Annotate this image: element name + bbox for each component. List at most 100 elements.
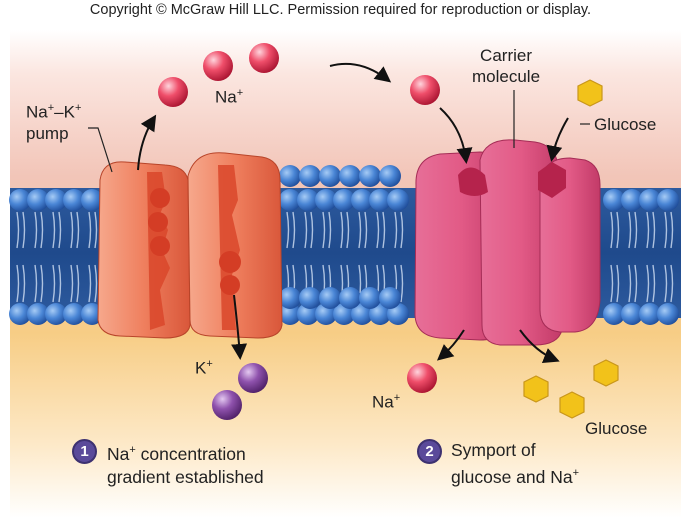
phospholipid-tail [670, 264, 674, 303]
phospholipid-head [81, 189, 103, 211]
phospholipid-head [45, 303, 67, 325]
phospholipid-tail [58, 211, 62, 249]
phospholipid-head [27, 303, 49, 325]
na-top-sup: + [236, 87, 244, 99]
potassium-ions [212, 363, 268, 420]
carrier-molecule [414, 139, 601, 346]
phospholipid-tail [88, 211, 92, 249]
pump-label-sup1: + [47, 102, 55, 114]
phospholipid-tail [616, 211, 620, 249]
glucose-molecule [577, 79, 603, 107]
phospholipid-head [333, 189, 355, 211]
transport-arrows [137, 62, 569, 363]
phospholipid-tail [322, 211, 326, 249]
pump-binding-site [148, 212, 168, 232]
na-release-arrow [436, 329, 465, 361]
phospholipid-head [351, 189, 373, 211]
phospholipid-tail [88, 264, 92, 303]
carrier-label-line1: Carrier [480, 46, 532, 65]
glucose-molecule [593, 359, 619, 387]
pump-label-sup2: + [74, 102, 82, 114]
step-2-line1: Symport of [451, 440, 536, 460]
phospholipid-tail [34, 211, 38, 249]
phospholipid-tail [346, 211, 350, 249]
step-1-na: Na [107, 443, 130, 464]
glucose-into-carrier-arrow [546, 117, 569, 162]
phospholipid-tail [52, 264, 56, 303]
phospholipid-tail [22, 264, 26, 303]
phospholipid-head [603, 189, 625, 211]
na-bottom-text: Na [372, 392, 394, 412]
phospholipid-head [621, 303, 643, 325]
phospholipid-tail [94, 264, 98, 303]
phospholipid-heads-top [9, 165, 679, 211]
phospholipid-head [45, 189, 67, 211]
k-sup: + [206, 358, 213, 370]
glucose-molecules [523, 79, 619, 419]
phospholipid-tail [400, 264, 404, 303]
na-bottom-sup: + [393, 392, 401, 404]
k-label: K+ [195, 358, 213, 379]
phospholipid-tail [610, 264, 614, 303]
na-bottom-label: Na+ [372, 392, 400, 413]
phospholipid-tail [634, 264, 638, 303]
sodium-ions [158, 43, 440, 393]
phospholipid-tail [628, 211, 632, 249]
phospholipid-tail [610, 211, 614, 249]
sodium-ion [249, 43, 279, 73]
sodium-ion [410, 75, 440, 105]
phospholipid-head [369, 303, 391, 325]
phospholipid-head [9, 189, 31, 211]
phospholipid-tail [286, 211, 290, 249]
phospholipid-tail [304, 211, 308, 249]
phospholipid-head [639, 303, 661, 325]
potassium-ion [238, 363, 268, 393]
phospholipid-head [297, 303, 319, 325]
na-top-text: Na [215, 87, 237, 107]
phospholipid-tail [16, 211, 20, 249]
phospholipid-head [63, 303, 85, 325]
phospholipid-tail [40, 211, 44, 249]
step-2-number: 2 [417, 439, 442, 464]
phospholipid-head [319, 165, 341, 187]
phospholipid-head [63, 189, 85, 211]
phospholipid-head [621, 189, 643, 211]
phospholipid-head [299, 287, 321, 309]
phospholipid-tail [646, 211, 650, 249]
phospholipid-head [657, 303, 679, 325]
phospholipid-head [297, 189, 319, 211]
phospholipid-heads-bottom [9, 287, 679, 325]
glucose-top-label: Glucose [594, 115, 657, 134]
phospholipid-tail [22, 211, 26, 249]
phospholipid-head [657, 189, 679, 211]
k-entry-arrow [231, 294, 248, 360]
carrier-glucose-binding-site [538, 162, 566, 198]
phospholipid-head [359, 165, 381, 187]
carrier-na-binding-site [458, 167, 488, 196]
phospholipid-head [81, 303, 103, 325]
step-1-line2: gradient established [107, 466, 264, 487]
phospholipid-tail [382, 211, 386, 249]
glucose-molecule [559, 391, 585, 419]
pump-binding-site [220, 275, 240, 295]
pump-leader-line [88, 127, 113, 173]
carrier-label: Carrier molecule [472, 45, 540, 87]
phospholipid-head [359, 287, 381, 309]
pump-label-k: –K [54, 102, 75, 122]
carrier-label-line2: molecule [472, 67, 541, 86]
phospholipid-head [279, 287, 301, 309]
phospholipid-tail [376, 211, 380, 249]
na-k-pump [97, 152, 283, 339]
phospholipid-tail [400, 211, 404, 249]
glucose-bottom-label: Glucose [585, 419, 648, 438]
glucose-release-arrow [519, 329, 560, 363]
glucose-molecule [523, 375, 549, 403]
sodium-ion [407, 363, 437, 393]
phospholipid-tail [616, 264, 620, 303]
phospholipid-head [27, 189, 49, 211]
phospholipid-head [379, 165, 401, 187]
pump-binding-site [150, 188, 170, 208]
phospholipid-tail [340, 211, 344, 249]
leader-lines [88, 90, 590, 173]
phospholipid-tail [358, 211, 362, 249]
